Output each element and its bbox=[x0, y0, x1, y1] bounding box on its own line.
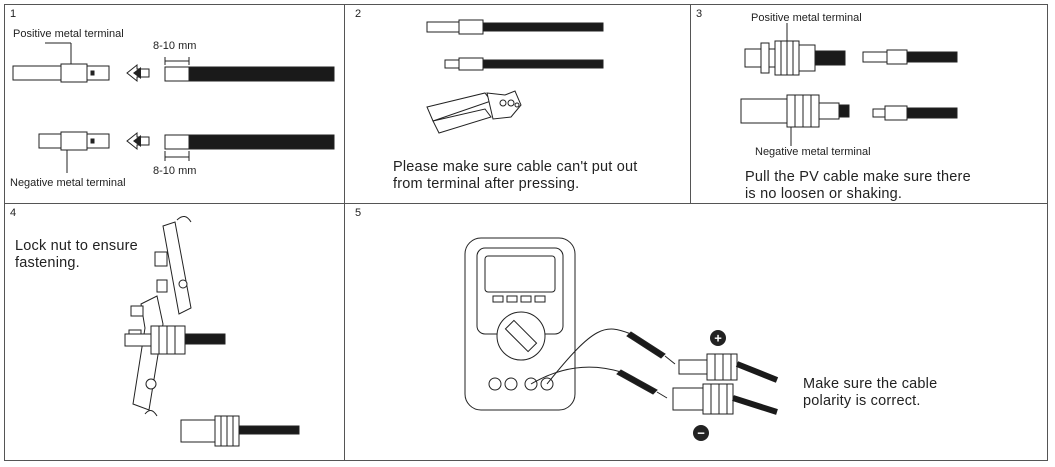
rotate-arrow-icon bbox=[176, 216, 192, 223]
plus-symbol: + bbox=[714, 331, 722, 346]
negative-metal-terminal-icon bbox=[38, 131, 110, 173]
step-4-panel: 4 Lock nut to ensure fastening. bbox=[4, 203, 345, 461]
step-1-drawing bbox=[12, 42, 335, 173]
positive-connector-icon bbox=[744, 23, 846, 76]
negative-terminal-label: Negative metal terminal bbox=[10, 177, 126, 189]
minus-icon: − bbox=[693, 425, 709, 441]
insert-arrow-icon bbox=[126, 63, 150, 83]
step-4-drawing bbox=[124, 216, 300, 447]
step-4-caption-line1: Lock nut to ensure bbox=[15, 238, 138, 254]
crimped-terminal-icon bbox=[444, 57, 484, 71]
step-3-drawing bbox=[740, 23, 958, 146]
negative-metal-terminal-icon bbox=[872, 105, 958, 121]
step-3-caption-line2: is no loosen or shaking. bbox=[745, 186, 903, 202]
cable-bottom bbox=[188, 134, 335, 150]
step-2-caption-line2: from terminal after pressing. bbox=[393, 176, 580, 192]
rotate-arrow-icon bbox=[144, 410, 158, 417]
step-3-caption-line1: Pull the PV cable make sure there bbox=[745, 169, 971, 185]
positive-metal-terminal-icon bbox=[862, 49, 958, 65]
step-2-panel: 2 Please make sure cable can't put out f… bbox=[344, 4, 691, 204]
strip-length-bottom: 8-10 mm bbox=[153, 165, 197, 177]
cable-top bbox=[188, 66, 335, 82]
probe-wire bbox=[546, 328, 632, 385]
negative-connector-icon bbox=[672, 383, 778, 415]
strip-length-top: 8-10 mm bbox=[153, 40, 197, 52]
step-2-number: 2 bbox=[355, 8, 362, 20]
step-5-caption-line1: Make sure the cable bbox=[803, 376, 938, 392]
positive-connector-icon bbox=[678, 353, 779, 383]
test-probe-icon bbox=[616, 369, 668, 399]
step-2-caption-line1: Please make sure cable can't put out bbox=[393, 159, 638, 175]
step-2-drawing bbox=[426, 19, 604, 134]
step-1-panel: 1 Positive metal terminal 8-10 mm 8-10 m… bbox=[4, 4, 345, 204]
negative-terminal-label: Negative metal terminal bbox=[755, 146, 871, 158]
step-5-number: 5 bbox=[355, 207, 362, 219]
connector-assembly-icon bbox=[124, 325, 226, 355]
connector-icon bbox=[180, 415, 300, 447]
step-5-drawing: + − bbox=[464, 237, 779, 441]
step-5-caption-line2: polarity is correct. bbox=[803, 393, 921, 409]
positive-terminal-label: Positive metal terminal bbox=[751, 12, 862, 24]
step-3-number: 3 bbox=[696, 8, 703, 20]
insert-arrow-icon bbox=[126, 131, 150, 151]
negative-connector-icon bbox=[740, 94, 850, 146]
step-4-number: 4 bbox=[10, 207, 17, 219]
spanner-wrench-icon bbox=[154, 221, 192, 315]
crimped-cable bbox=[482, 59, 604, 69]
crimping-tool-icon bbox=[426, 90, 522, 134]
step-4-caption-line2: fastening. bbox=[15, 255, 80, 271]
minus-symbol: − bbox=[697, 426, 705, 441]
probe-wire bbox=[530, 366, 622, 385]
test-probe-icon bbox=[626, 331, 676, 365]
crimped-cable bbox=[482, 22, 604, 32]
multimeter-icon bbox=[464, 237, 576, 411]
step-5-panel: 5 Make sure the cable polarity is correc… bbox=[344, 203, 1048, 461]
crimped-terminal-icon bbox=[426, 19, 484, 35]
plus-icon: + bbox=[710, 330, 726, 346]
positive-metal-terminal-icon bbox=[12, 42, 110, 83]
step-3-panel: 3 Positive metal terminal Negative metal… bbox=[690, 4, 1048, 204]
positive-terminal-label: Positive metal terminal bbox=[13, 28, 124, 40]
step-1-number: 1 bbox=[10, 8, 17, 20]
